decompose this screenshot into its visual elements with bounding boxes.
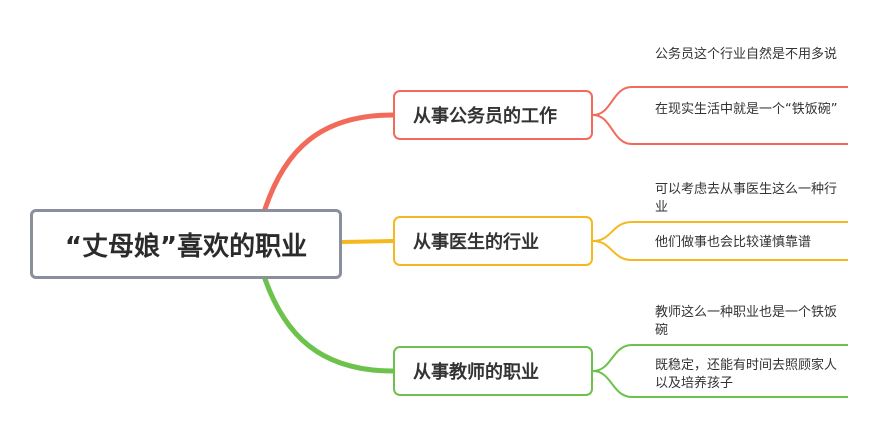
leaf-topic[interactable]: 公务员这个行业自然是不用多说 <box>655 46 845 64</box>
leaf-topic-label: 可以考虑去从事医生这么一种行业 <box>655 182 838 215</box>
root-topic-label: “丈母娘”喜欢的职业 <box>64 231 308 262</box>
leaf-topic-label: 教师这么一种职业也是一个铁饭碗 <box>655 305 838 338</box>
connector-branch-2-leaf-2 <box>592 240 848 261</box>
leaf-topic[interactable]: 教师这么一种职业也是一个铁饭碗 <box>655 304 845 340</box>
branch-topic-civil-servant[interactable]: 从事公务员的工作 <box>393 90 593 140</box>
connector-root-branch-2 <box>340 239 395 244</box>
leaf-topic-label: 他们做事也会比较谨慎靠谱 <box>655 235 812 250</box>
leaf-topic[interactable]: 可以考虑去从事医生这么一种行业 <box>655 181 845 217</box>
connector-branch-1-leaf-1 <box>592 86 848 116</box>
connector-branch-2-leaf-1 <box>592 221 848 242</box>
connector-branch-3-leaf-2 <box>592 370 848 398</box>
connector-root-branch-3 <box>262 276 396 374</box>
leaf-topic[interactable]: 在现实生活中就是一个“铁饭碗” <box>655 101 845 119</box>
leaf-topic-label: 公务员这个行业自然是不用多说 <box>655 47 838 62</box>
connector-branch-3-leaf-1 <box>592 344 848 372</box>
connector-root-branch-1 <box>262 112 396 212</box>
leaf-topic[interactable]: 他们做事也会比较谨慎靠谱 <box>655 234 845 252</box>
leaf-topic-label: 在现实生活中就是一个“铁饭碗” <box>655 102 838 117</box>
connector-branch-1-leaf-2 <box>592 114 848 145</box>
branch-topic-doctor[interactable]: 从事医生的行业 <box>393 216 593 266</box>
root-topic[interactable]: “丈母娘”喜欢的职业 <box>30 209 342 279</box>
branch-topic-label: 从事医生的行业 <box>413 232 539 253</box>
branch-topic-teacher[interactable]: 从事教师的职业 <box>393 346 593 396</box>
branch-topic-label: 从事教师的职业 <box>413 362 539 383</box>
branch-topic-label: 从事公务员的工作 <box>413 106 557 127</box>
leaf-topic[interactable]: 既稳定，还能有时间去照顾家人以及培养孩子 <box>655 357 845 393</box>
leaf-topic-label: 既稳定，还能有时间去照顾家人以及培养孩子 <box>655 358 838 391</box>
